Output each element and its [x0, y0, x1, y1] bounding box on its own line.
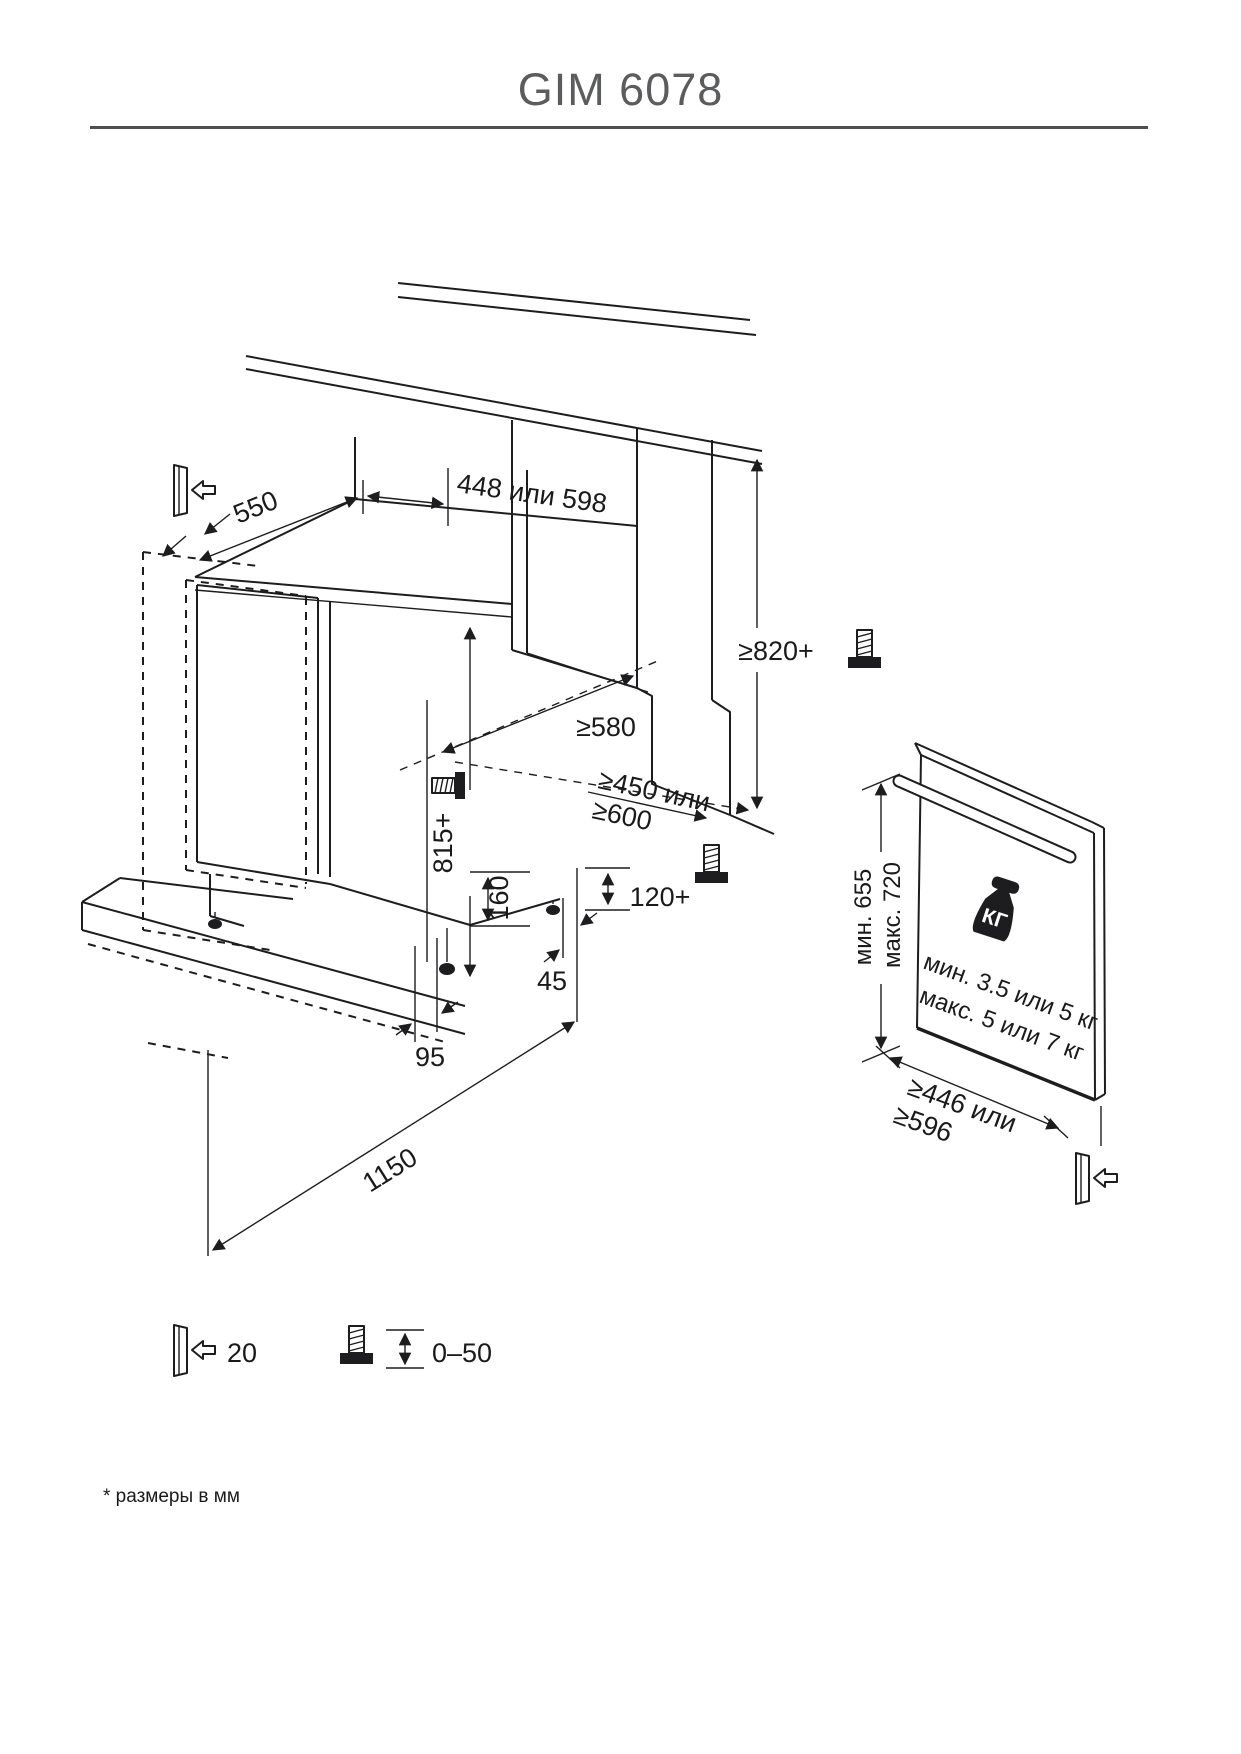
legend-feet-range [386, 1329, 424, 1369]
dim-95-label: 95 [415, 1042, 445, 1072]
dim-820-label: ≥820+ [738, 636, 814, 666]
adjustable-foot-icon [847, 629, 882, 669]
door-gap-icon [173, 464, 216, 517]
dim-45-label: 45 [537, 966, 567, 996]
adjustable-foot-side-icon [431, 771, 466, 800]
panel-height-max-label: макс. 720 [879, 862, 906, 968]
adjustable-foot-legend-icon [339, 1325, 374, 1365]
dim-160-label: 160 [484, 875, 514, 920]
dim-815-label: 815+ [428, 813, 458, 874]
dim-120-label: 120+ [630, 882, 691, 912]
right-cabinet-lines [636, 428, 775, 835]
niche-lines [354, 420, 649, 693]
title-divider [90, 126, 1148, 129]
panel-height-min-label: мин. 655 [850, 869, 877, 966]
dim-550-label: 550 [229, 485, 282, 530]
dim-1150-label: 1150 [357, 1142, 422, 1198]
footnote: * размеры в мм [103, 1486, 240, 1507]
dimension-lines [162, 458, 1060, 1251]
door-gap-panel-icon [1075, 1152, 1118, 1205]
door-panel-lines [892, 742, 1106, 1146]
appliance-lines [142, 498, 638, 975]
adjustable-foot-icon-2 [694, 844, 729, 884]
legend-feet-range-label: 0–50 [432, 1338, 492, 1368]
door-gap-legend-icon [173, 1324, 216, 1377]
dim-580-label: ≥580 [576, 712, 636, 742]
weight-kg-icon: КГ [972, 876, 1020, 942]
page-title: GIM 6078 [517, 64, 724, 115]
worktop-lines [245, 282, 763, 465]
legend-door-gap-label: 20 [227, 1338, 257, 1368]
board-lines [81, 877, 466, 1059]
